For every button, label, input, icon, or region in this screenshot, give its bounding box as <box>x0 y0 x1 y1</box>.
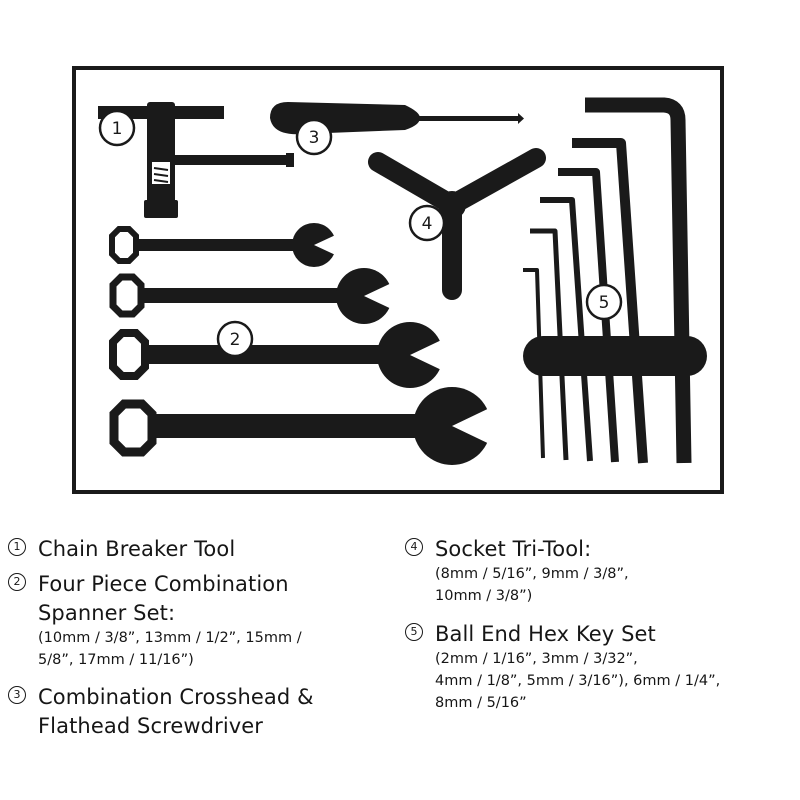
hex-key-set <box>523 97 707 464</box>
spanner-13mm <box>109 268 400 324</box>
marker-4: 4 <box>408 204 446 242</box>
svg-text:2: 2 <box>230 330 241 350</box>
marker-3: 3 <box>295 118 333 156</box>
spanner-17mm <box>109 387 500 465</box>
legend-detail-line: (2mm / 1/16”, 3mm / 3/32”, <box>435 651 638 667</box>
legend-title: Four Piece Combination <box>38 572 289 596</box>
legend-number-badge: 1 <box>8 538 26 556</box>
svg-text:5: 5 <box>599 293 610 313</box>
tool-layout-diagram: 1 2 3 4 5 <box>72 66 724 494</box>
svg-text:3: 3 <box>309 128 320 148</box>
legend-detail-line: (10mm / 3/8”, 13mm / 1/2”, 15mm / <box>38 630 302 646</box>
legend-detail-line: 5/8”, 17mm / 11/16”) <box>38 652 194 668</box>
legend-title: Ball End Hex Key Set <box>435 622 656 646</box>
marker-5: 5 <box>585 283 623 321</box>
legend-title: Chain Breaker Tool <box>38 537 236 561</box>
socket-tri-tool <box>368 148 546 300</box>
spanner-set <box>109 223 500 465</box>
legend-title: Combination Crosshead & <box>38 685 314 709</box>
legend-title-line: Spanner Set: <box>38 601 176 625</box>
legend-title-line: Flathead Screwdriver <box>38 714 264 738</box>
legend-detail-line: (8mm / 5/16”, 9mm / 3/8”, <box>435 566 629 582</box>
legend-number-badge: 2 <box>8 573 26 591</box>
legend-title: Socket Tri-Tool: <box>435 537 592 561</box>
marker-1: 1 <box>98 109 136 147</box>
legend-number-badge: 4 <box>405 538 423 556</box>
marker-2: 2 <box>216 320 254 358</box>
svg-text:1: 1 <box>112 119 123 139</box>
legend-detail-line: 8mm / 5/16” <box>435 695 527 711</box>
spanner-15mm <box>109 322 452 388</box>
hex-key-holder <box>523 336 707 376</box>
legend-detail-line: 10mm / 3/8”) <box>435 588 533 604</box>
legend-number-badge: 5 <box>405 623 423 641</box>
legend-detail-line: 4mm / 1/8”, 5mm / 3/16”), 6mm / 1/4”, <box>435 673 721 689</box>
tool-tray-outline <box>72 66 724 494</box>
legend-number-badge: 3 <box>8 686 26 704</box>
svg-text:4: 4 <box>422 214 433 234</box>
spanner-10mm <box>109 223 342 267</box>
